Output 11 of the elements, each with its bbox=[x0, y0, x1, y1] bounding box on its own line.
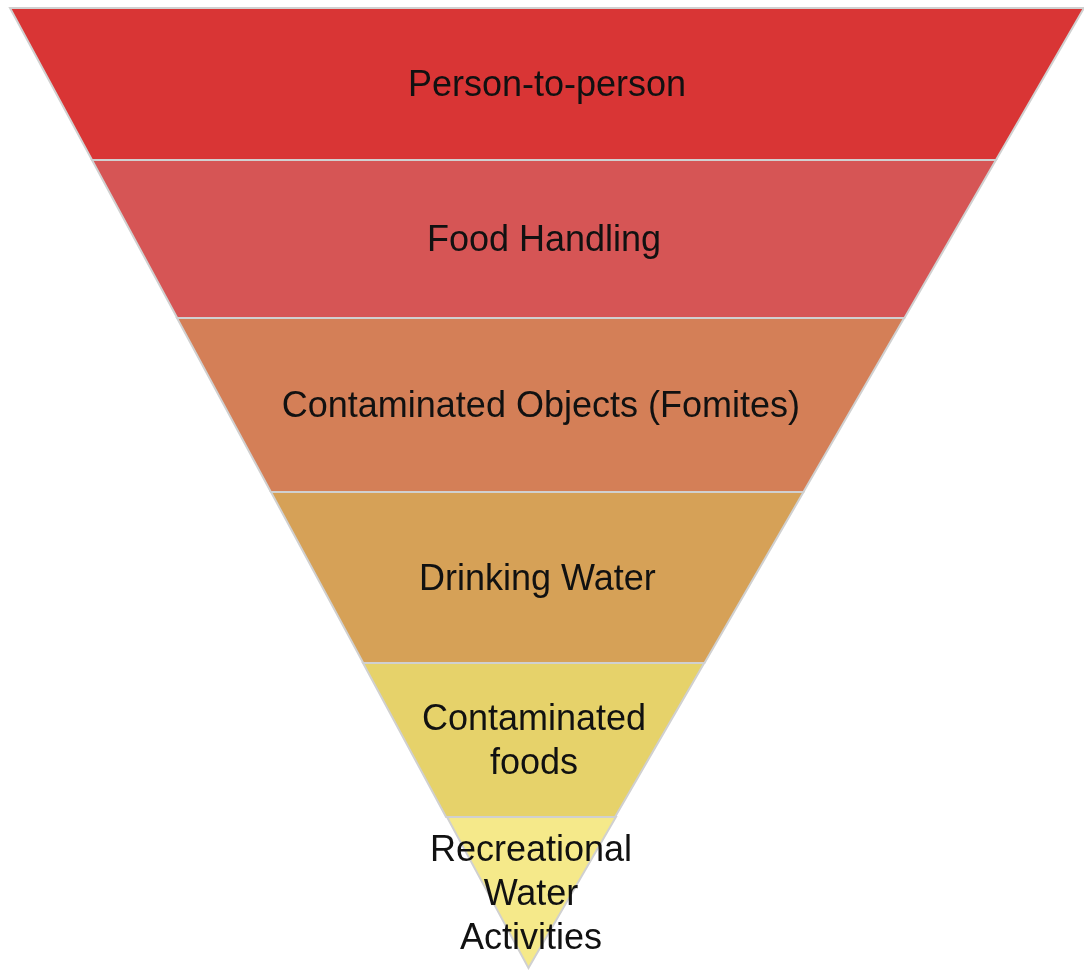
pyramid-tier bbox=[10, 8, 1084, 160]
pyramid-tier bbox=[271, 492, 804, 663]
tier-label: Contaminated Objects (Fomites) bbox=[280, 383, 801, 427]
tier-label: Person-to-person bbox=[406, 62, 688, 106]
pyramid-tier bbox=[177, 318, 905, 492]
tier-label: Food Handling bbox=[425, 217, 663, 261]
tier-label: Recreational Water Activities bbox=[428, 826, 634, 959]
tier-label: Contaminated foods bbox=[420, 696, 648, 784]
pyramid-tier bbox=[363, 663, 705, 817]
tier-label: Drinking Water bbox=[418, 555, 657, 600]
pyramid-tier bbox=[92, 160, 996, 318]
